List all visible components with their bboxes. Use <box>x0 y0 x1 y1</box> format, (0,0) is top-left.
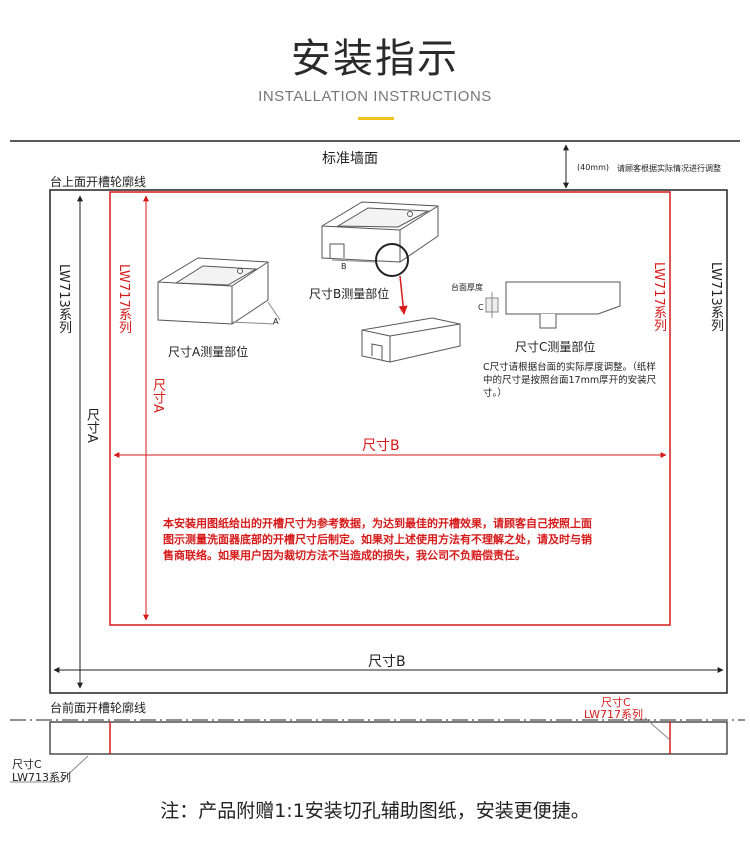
top-outline-red <box>109 191 671 626</box>
front-outline-box <box>49 721 728 755</box>
front-outline-label: 台前面开槽轮廓线 <box>50 701 147 715</box>
basin-c-profile <box>485 281 621 329</box>
series-lw713-left: LW713系列 <box>56 264 71 334</box>
measure-a-label: 尺寸A测量部位 <box>168 345 249 359</box>
dim-b-red-label: 尺寸B <box>362 438 400 454</box>
measure-c-label: 尺寸C测量部位 <box>515 340 596 354</box>
dim-b-black-label: 尺寸B <box>368 654 406 670</box>
letter-c-label: C <box>478 303 484 312</box>
zoom-detail <box>361 317 461 363</box>
dim-a-black-label: 尺寸A <box>84 408 99 443</box>
front-leader-right <box>644 717 671 741</box>
counter-thickness-label: 台面厚度 <box>451 283 483 292</box>
wall-gap-label: (40mm) <box>577 163 610 172</box>
page-subtitle: INSTALLATION INSTRUCTIONS <box>258 88 492 105</box>
front-lw713-label: LW713系列 <box>12 771 71 784</box>
zoom-circle <box>375 243 409 277</box>
front-leader-left <box>59 755 89 783</box>
front-dim-c-red: 尺寸C <box>601 696 631 709</box>
top-outline-black <box>49 189 728 694</box>
front-dim-c-black: 尺寸C <box>12 758 42 771</box>
note-c: C尺寸请根据台面的实际厚度调整。（纸样中的尺寸是按照台面17mm厚开的安装尺寸。… <box>483 362 657 399</box>
page-title: 安装指示 <box>291 36 459 82</box>
basin-b-sketch <box>321 201 439 263</box>
footer-note: 注：产品附赠1:1安装切孔辅助图纸，安装更便捷。 <box>160 800 590 822</box>
letter-a-label: A <box>273 317 279 326</box>
title-accent-bar <box>358 117 394 120</box>
wall-gap-note: 请顾客根据实际情况进行调整 <box>617 164 721 173</box>
series-lw717-left: LW717系列 <box>116 264 131 334</box>
series-lw717-right: LW717系列 <box>651 262 666 332</box>
measure-b-label: 尺寸B测量部位 <box>309 287 390 301</box>
wall-label: 标准墙面 <box>322 151 378 167</box>
basin-a-sketch <box>157 257 281 325</box>
top-outline-label: 台上面开槽轮廓线 <box>50 175 147 189</box>
zoom-arrow <box>398 275 408 315</box>
main-note: 本安装用图纸给出的开槽尺寸为参考数据，为达到最佳的开槽效果，请顾客自己按照上面图… <box>163 517 592 562</box>
series-lw713-right: LW713系列 <box>708 262 723 332</box>
front-lw717-label: LW717系列 <box>584 708 643 721</box>
letter-b-label: B <box>341 262 347 271</box>
dim-a-red-label: 尺寸A <box>150 378 165 413</box>
